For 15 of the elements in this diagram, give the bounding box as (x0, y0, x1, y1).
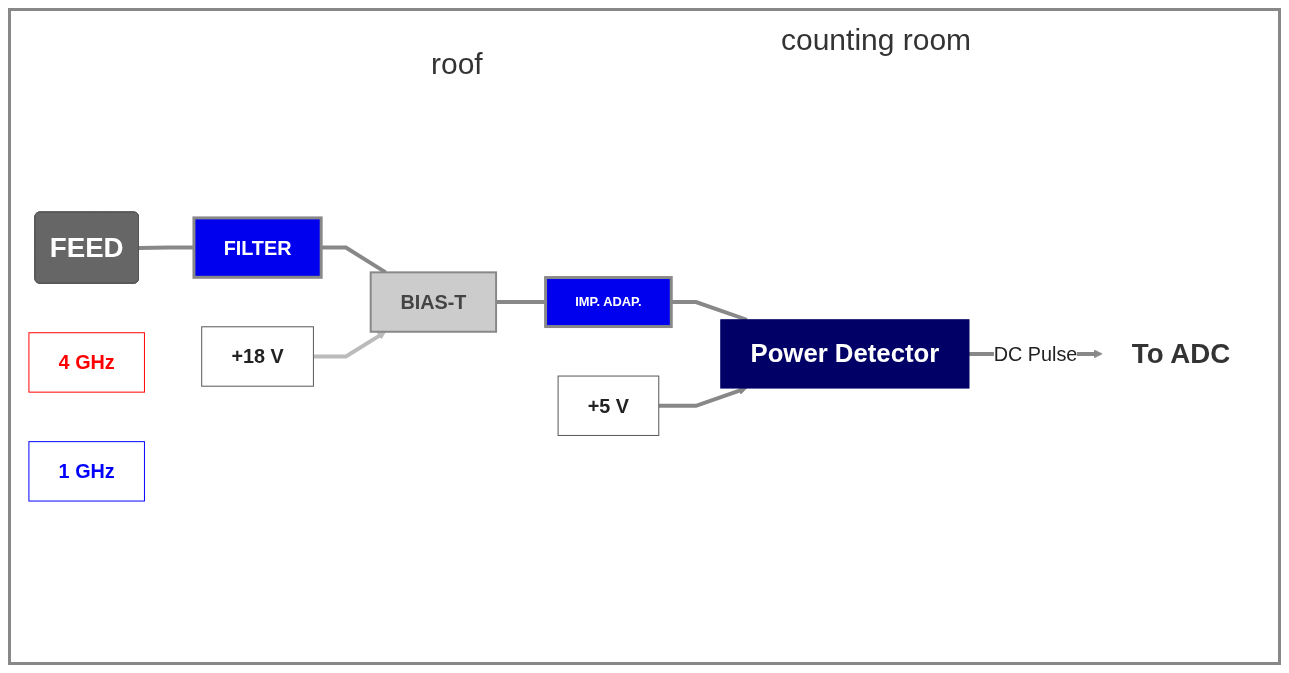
node-box: +18 V (201, 326, 314, 387)
node-box: 4 GHz (28, 332, 145, 393)
arrow (313, 331, 387, 359)
region-label: roof (431, 47, 483, 81)
node-box: +5 V (557, 375, 660, 436)
node-box: IMP. ADAP. (544, 276, 673, 329)
connector (138, 245, 194, 251)
node-box: BIAS-T (369, 271, 498, 333)
node-box: FILTER (192, 216, 323, 279)
node-box: 1 GHz (28, 441, 145, 502)
region-label: counting room (781, 23, 972, 57)
node-box: Power Detector (720, 319, 970, 389)
node-text: To ADC (1131, 338, 1231, 369)
connector (496, 300, 546, 305)
edge-label: DC Pulse (993, 343, 1078, 365)
